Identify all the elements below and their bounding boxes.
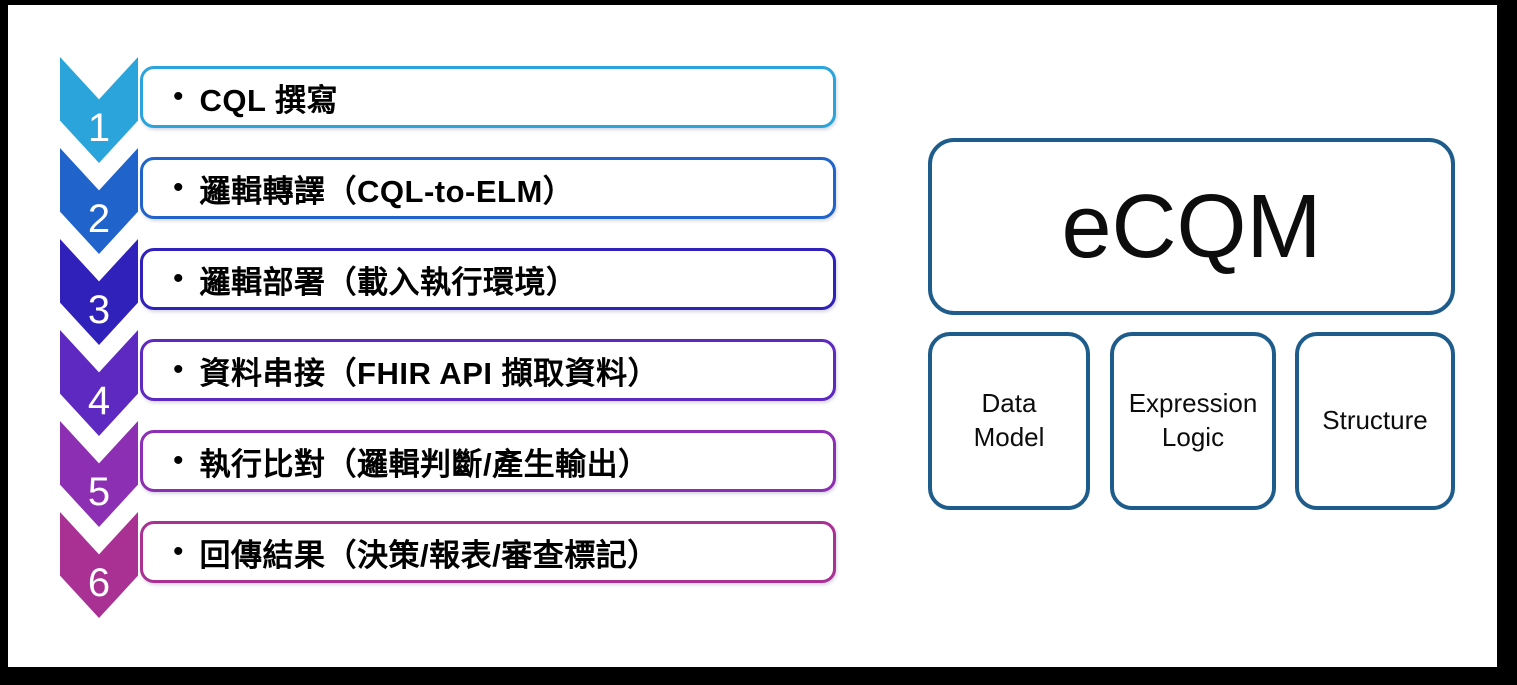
step-number: 2 — [87, 197, 111, 241]
step-number: 3 — [87, 288, 111, 332]
process-step-2: 2 • 邏輯轉譯（CQL-to-ELM） — [60, 148, 836, 254]
chevron-down-arrow: 3 — [60, 239, 138, 345]
bullet-icon: • — [173, 353, 184, 386]
chevron-down-arrow: 6 — [60, 512, 138, 618]
chevron-down-arrow: 5 — [60, 421, 138, 527]
ecqm-main-box: eCQM — [928, 138, 1455, 315]
chevron-down-arrow: 1 — [60, 57, 138, 163]
chevron-down-arrow: 2 — [60, 148, 138, 254]
step-number: 5 — [87, 470, 111, 514]
step-box: • 執行比對（邏輯判斷/產生輸出） — [140, 430, 836, 492]
bullet-icon: • — [173, 262, 184, 295]
ecqm-box-expression-logic: Expression Logic — [1110, 332, 1276, 510]
step-number: 6 — [87, 561, 111, 605]
process-step-5: 5 • 執行比對（邏輯判斷/產生輸出） — [60, 421, 836, 527]
step-label: 邏輯部署（載入執行環境） — [199, 264, 578, 300]
chevron-down-arrow: 4 — [60, 330, 138, 436]
bullet-icon: • — [173, 535, 184, 568]
bullet-icon: • — [173, 444, 184, 477]
ecqm-title: eCQM — [1061, 176, 1322, 277]
process-step-4: 4 • 資料串接（FHIR API 擷取資料） — [60, 330, 836, 436]
step-box: • 資料串接（FHIR API 擷取資料） — [140, 339, 836, 401]
step-label: 邏輯轉譯（CQL-to-ELM） — [199, 173, 575, 209]
process-step-3: 3 • 邏輯部署（載入執行環境） — [60, 239, 836, 345]
bullet-icon: • — [173, 80, 184, 113]
step-label: 執行比對（邏輯判斷/產生輸出） — [199, 446, 650, 482]
step-box: • CQL 撰寫 — [140, 66, 836, 128]
step-label: 回傳結果（決策/報表/審查標記） — [199, 537, 659, 573]
process-step-1: 1 • CQL 撰寫 — [60, 57, 836, 163]
step-label: 資料串接（FHIR API 擷取資料） — [199, 355, 660, 391]
step-box: • 邏輯轉譯（CQL-to-ELM） — [140, 157, 836, 219]
ecqm-box-data-model: Data Model — [928, 332, 1090, 510]
process-step-6: 6 • 回傳結果（決策/報表/審查標記） — [60, 512, 836, 618]
step-box: • 邏輯部署（載入執行環境） — [140, 248, 836, 310]
ecqm-box-label: Data Model — [973, 388, 1045, 452]
step-number: 4 — [87, 379, 111, 423]
slide-canvas: 1 • CQL 撰寫 2 • 邏輯轉譯（CQL-to-ELM） 3 • — [8, 5, 1497, 667]
step-number: 1 — [87, 106, 111, 150]
ecqm-box-structure: Structure — [1295, 332, 1455, 510]
bullet-icon: • — [173, 171, 184, 204]
ecqm-box-label: Expression Logic — [1128, 388, 1258, 452]
step-label: CQL 撰寫 — [199, 82, 339, 118]
ecqm-box-label: Structure — [1322, 405, 1428, 436]
step-box: • 回傳結果（決策/報表/審查標記） — [140, 521, 836, 583]
